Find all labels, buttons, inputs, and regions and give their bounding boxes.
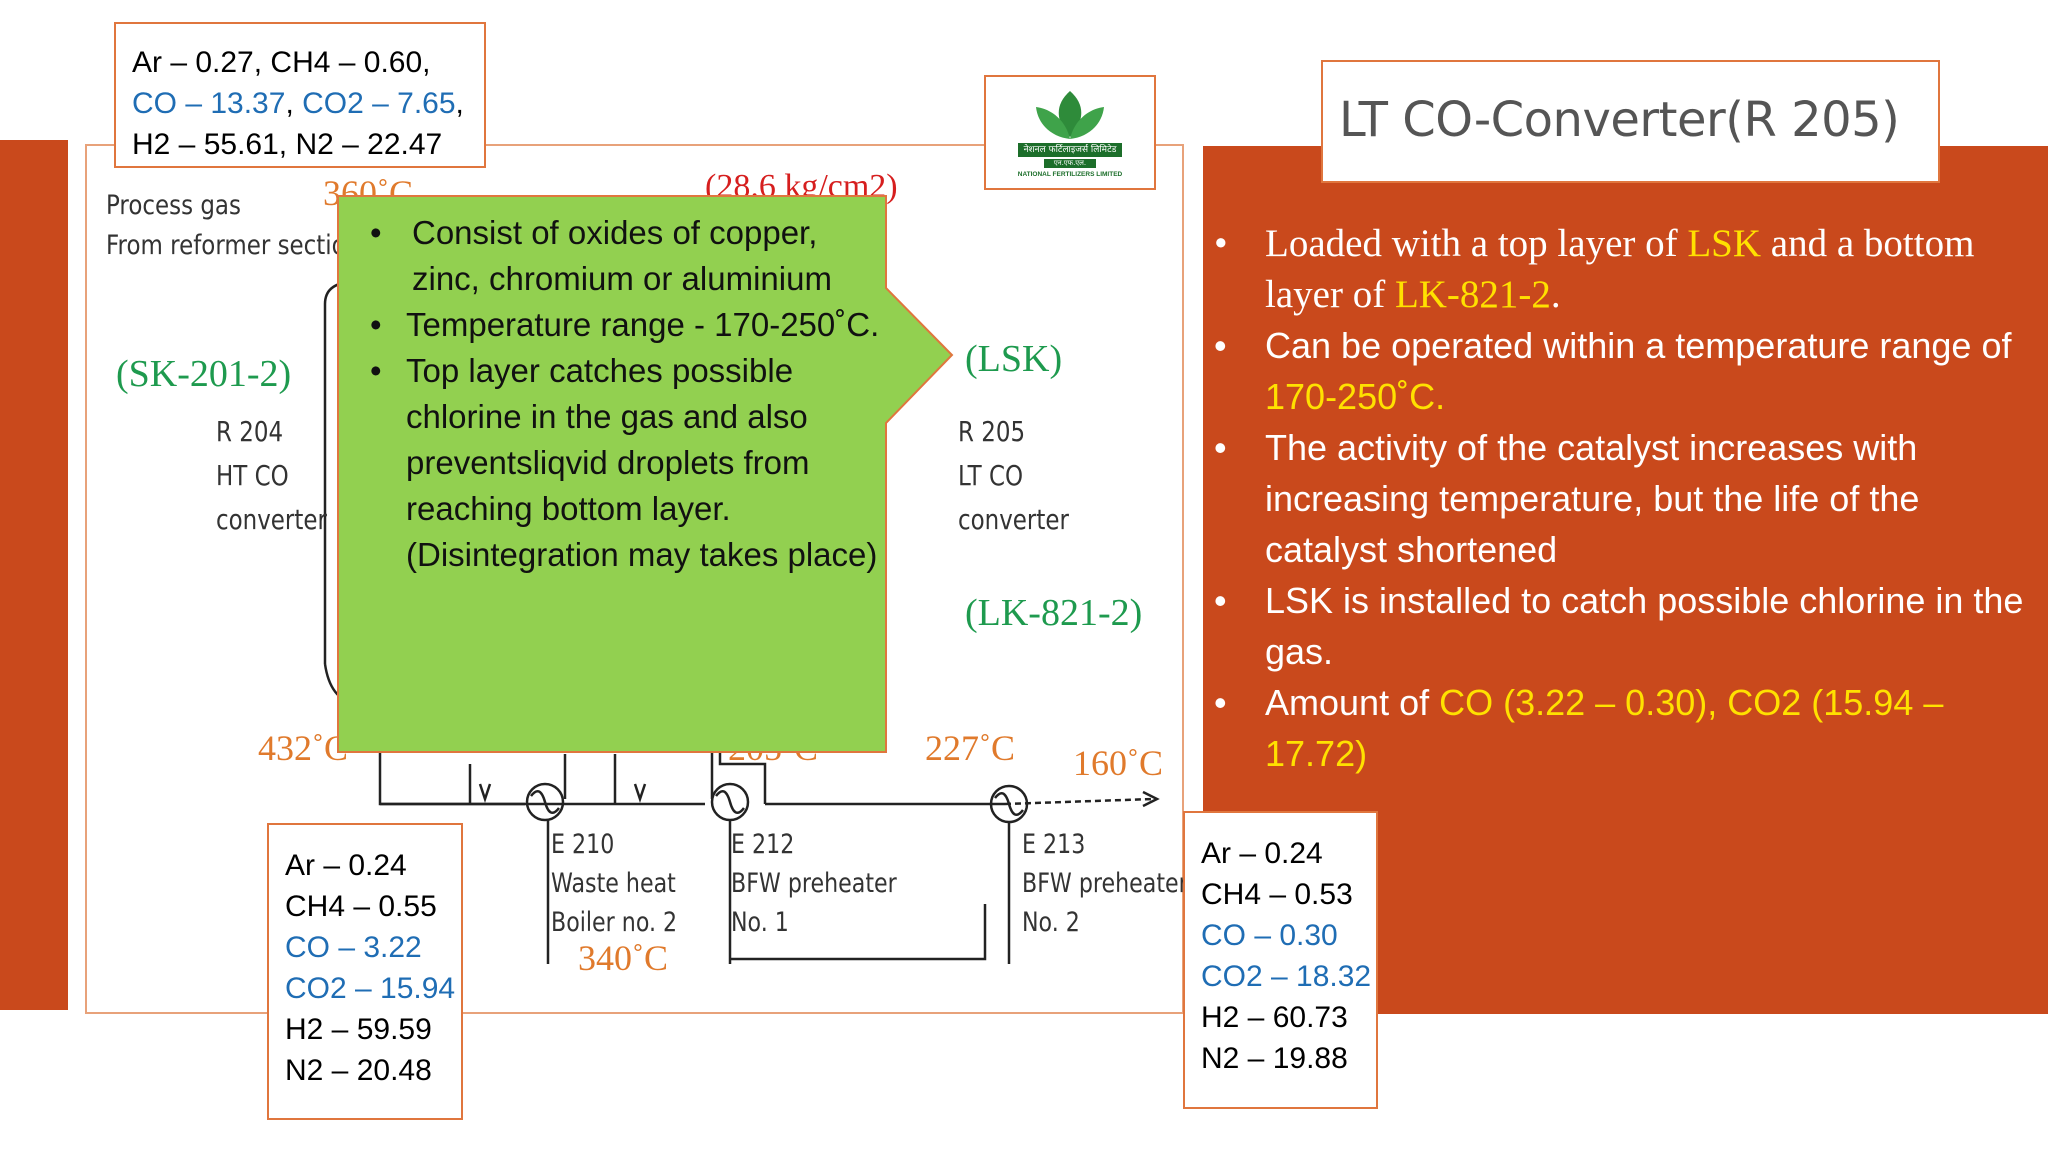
process-gas-label: Process gas <box>106 190 241 221</box>
temp-340-label: 340˚C <box>578 938 668 978</box>
bullet-item: Can be operated within a temperature ran… <box>1212 320 2042 422</box>
temp-160-label: 160˚C <box>1073 743 1163 783</box>
leaf-emblem-icon <box>1018 91 1122 168</box>
logo-abbr-text: एन.एफ.एल. <box>1053 159 1087 167</box>
lsk-label: (LSK) <box>965 338 1063 380</box>
temp-227-label: 227˚C <box>925 728 1015 768</box>
inlet-line-1: Ar – 0.27, CH4 – 0.60, <box>132 46 431 79</box>
slide-title-box: LT CO-Converter(R 205) <box>1321 60 1940 183</box>
bullet-item: LSK is installed to catch possible chlor… <box>1212 575 2042 677</box>
from-reformer-label: From reformer sectio <box>106 230 346 261</box>
nfl-logo: नेशनल फर्टिलाइजर्स लिमिटेड एन.एफ.एल. NAT… <box>984 75 1156 190</box>
bullet-list: Loaded with a top layer of LSK and a bot… <box>1212 218 2042 779</box>
temp-432-label: 432˚C <box>258 728 348 768</box>
bullet-item: Amount of CO (3.22 – 0.30), CO2 (15.94 –… <box>1212 677 2042 779</box>
bullet-item: Loaded with a top layer of LSK and a bot… <box>1212 218 2042 320</box>
callout-item: Temperature range - 170-250˚C. <box>364 302 884 348</box>
logo-hindi-text: नेशनल फर्टिलाइजर्स लिमिटेड <box>1023 145 1117 155</box>
catalyst-callout: Consist of oxides of copper, zinc, chrom… <box>364 210 884 578</box>
e210-exchanger <box>525 782 565 822</box>
inlet-composition-box: Ar – 0.27, CH4 – 0.60, CO – 13.37, CO2 –… <box>114 22 486 168</box>
callout-item: Consist of oxides of copper, zinc, chrom… <box>364 210 884 302</box>
outlet-composition-box: Ar – 0.24 CH4 – 0.53 CO – 0.30 CO2 – 18.… <box>1183 811 1378 1109</box>
mid-composition-box: Ar – 0.24 CH4 – 0.55 CO – 3.22 CO2 – 15.… <box>267 823 463 1120</box>
bullet-item: The activity of the catalyst increases w… <box>1212 422 2042 575</box>
left-accent-bar <box>0 140 68 1010</box>
inlet-line-2: CO – 13.37, CO2 – 7.65, <box>132 87 464 120</box>
lk-821-2-label: (LK-821-2) <box>965 592 1143 634</box>
logo-english-text: NATIONAL FERTILIZERS LIMITED <box>1017 171 1123 178</box>
sk-201-2-label: (SK-201-2) <box>116 353 292 395</box>
inlet-line-3: H2 – 55.61, N2 – 22.47 <box>132 128 443 161</box>
callout-item: Top layer catches possible chlorine in t… <box>364 348 884 578</box>
slide-title: LT CO-Converter(R 205) <box>1339 92 1900 148</box>
